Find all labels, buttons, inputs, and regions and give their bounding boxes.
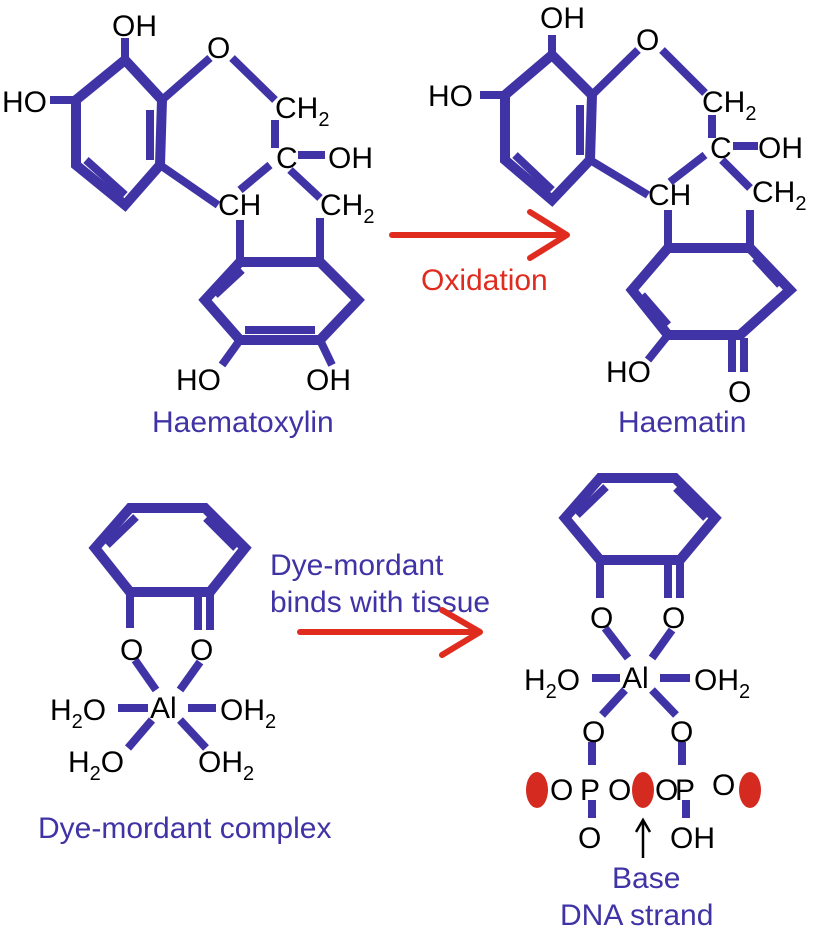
label-ch2-mid: CH2	[320, 189, 374, 228]
dna-strand-caption: DNA strand	[560, 899, 713, 932]
dm-label-h2o-left: H2O	[50, 694, 106, 733]
tissue-bond-o-al	[601, 625, 632, 661]
label-ch: CH	[218, 189, 261, 222]
reaction2-label-line2: binds with tissue	[270, 586, 490, 619]
dm-label-al: Al	[150, 692, 177, 725]
tc-label-o-p1-bottom: O	[578, 822, 601, 855]
tc-label-o-p2-top: O	[655, 774, 678, 807]
tc-label-o-p1-left: O	[550, 774, 573, 807]
tc-label-al: Al	[622, 662, 649, 695]
tc-label-p1: P	[580, 774, 600, 807]
haematin-bond-ring-o	[589, 47, 641, 98]
haematin-label-oh-top: OH	[540, 2, 585, 35]
haematin-bond-ring-ch	[587, 156, 651, 199]
reaction2-label-line1: Dye-mordant	[270, 549, 444, 582]
haematoxylin-structure: OH HO O CH2 C OH CH CH2 HO OH	[2, 10, 374, 397]
tissue-ring-double	[574, 484, 609, 518]
tc-label-oh-p2-bottom: OH	[670, 822, 715, 855]
haematin-ring-bottom-double2	[752, 255, 783, 288]
dm-label-h2o-lower: H2O	[68, 746, 124, 785]
tissue-bond-al-o-low-left	[599, 687, 628, 718]
haematin-label-ch: CH	[648, 179, 691, 212]
label-oh-top: OH	[112, 10, 157, 43]
tc-label-p2: P	[675, 774, 695, 807]
label-c-center: C	[276, 142, 298, 175]
dm-label-oh2-lower: OH2	[198, 746, 254, 785]
bond-ch-c	[237, 161, 273, 194]
haematin-bond-c-ch2	[719, 157, 753, 191]
label-ch2-top: CH2	[275, 92, 329, 131]
haematin-label-ch2-mid: CH2	[752, 176, 806, 215]
dm-label-oh2-right: OH2	[220, 694, 276, 733]
dm-label-o-left: O	[120, 634, 143, 667]
haematin-label-o-ring: O	[636, 24, 659, 57]
haematin-caption: Haematin	[618, 406, 746, 439]
base-oval-middle	[632, 772, 654, 808]
dye-mordant-bond-o-al-2	[176, 659, 204, 693]
haematin-label-ch2-top: CH2	[702, 86, 756, 125]
haematin-label-ho-left: HO	[428, 80, 473, 113]
dye-mordant-structure: O O Al H2O OH2 H2O OH2	[50, 503, 276, 785]
tissue-ring	[558, 473, 722, 565]
haematoxylin-ring-top-double2	[83, 157, 128, 198]
label-ho-bottom: HO	[176, 364, 221, 397]
dye-mordant-bond-al-oh2-low	[177, 717, 209, 751]
haematin-ring-bottom-double	[638, 292, 672, 328]
haematin-label-o-bottom: O	[728, 376, 751, 409]
oxidation-arrow	[389, 209, 570, 261]
haematin-bond-ho	[644, 332, 672, 363]
oxidation-label: Oxidation	[421, 264, 548, 297]
tissue-complex-structure: O O Al H2O OH2 O O O P O O P O O OH	[524, 473, 761, 855]
tc-label-o-low-right: O	[670, 716, 693, 749]
tissue-bond-al-o-low-right	[649, 687, 679, 718]
tissue-ring-double2	[673, 485, 709, 521]
bond-ring-ch	[157, 161, 221, 209]
dm-label-o-right: O	[190, 634, 213, 667]
haematin-label-oh-center: OH	[758, 132, 803, 165]
bond-ho-bottom	[218, 337, 244, 368]
tc-label-o-p2-right: O	[712, 769, 735, 802]
label-ho-left: HO	[2, 86, 47, 119]
haematoxylin-ring-bottom-double	[212, 267, 245, 298]
label-oh-bottom: OH	[306, 364, 351, 397]
bond-o-ch2	[229, 55, 278, 103]
tc-label-h2o: H2O	[524, 664, 580, 703]
haematin-structure: OH HO O CH2 C OH CH CH2 HO O	[428, 2, 806, 409]
haematin-bond-ch-c	[667, 151, 708, 186]
bond-c-ch2	[287, 167, 323, 201]
tissue-bond-o-al-2	[648, 627, 676, 661]
haematin-label-c-center: C	[710, 132, 732, 165]
label-o-ring: O	[207, 32, 230, 65]
dye-mordant-ring	[88, 503, 252, 597]
tc-label-o-p1-right: O	[608, 774, 631, 807]
dye-mordant-bond-al-h2o-low	[124, 717, 156, 751]
label-oh-center: OH	[328, 142, 373, 175]
tc-label-o-left: O	[590, 602, 613, 635]
bond-ring-o	[159, 54, 213, 104]
bond-oh-bottom	[316, 338, 336, 367]
tc-label-oh2: OH2	[694, 664, 750, 703]
tc-label-o-right: O	[662, 602, 685, 635]
base-caption: Base	[612, 862, 680, 895]
dye-mordant-ring-double2	[203, 515, 239, 551]
tc-label-o-low-left: O	[582, 716, 605, 749]
haematin-ring-top-double2	[512, 152, 555, 193]
dye-mordant-ring-double	[104, 514, 139, 548]
base-pointer-arrow	[634, 817, 652, 858]
haematoxylin-caption: Haematoxylin	[152, 406, 334, 439]
binding-arrow	[297, 607, 483, 658]
base-oval-right	[739, 772, 761, 808]
base-oval-left	[526, 772, 548, 808]
haematin-bond-o-ch2	[659, 47, 708, 96]
haematin-ring-bottom	[625, 243, 798, 340]
haematin-label-ho-bottom: HO	[606, 356, 651, 389]
dye-mordant-bond-o-al	[131, 657, 160, 693]
dye-mordant-caption: Dye-mordant complex	[38, 812, 331, 845]
